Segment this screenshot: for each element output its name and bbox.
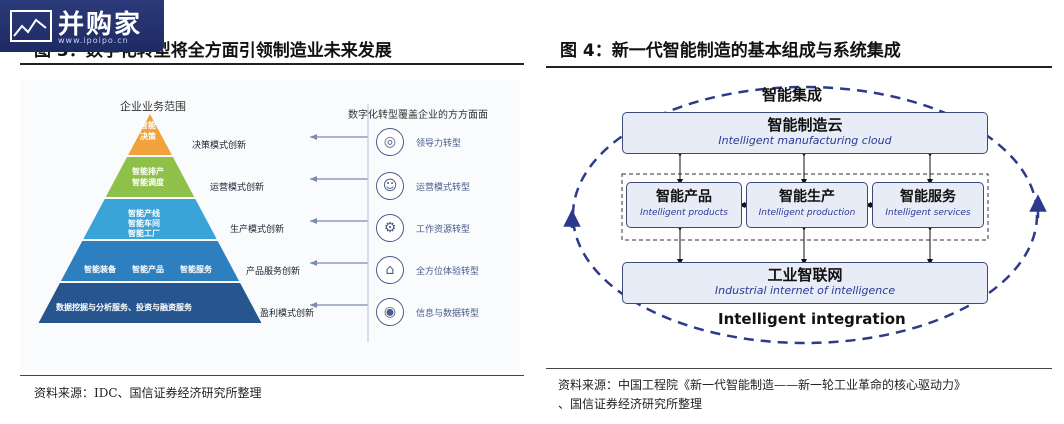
source-rule xyxy=(546,368,1052,369)
figure-4-source-line1: 资料来源：中国工程院《新一代智能制造——新一轮工业革命的核心驱动力》 xyxy=(558,378,967,392)
level-4-item: 智能产品 xyxy=(132,265,164,274)
title-rule xyxy=(546,66,1052,68)
transform-label: 全方位体验转型 xyxy=(416,267,480,277)
target-icon: ◎ xyxy=(376,128,404,156)
figure-4-title: 图 4：新一代智能制造的基本组成与系统集成 xyxy=(560,41,901,61)
diagram-graphic xyxy=(563,85,1047,345)
lock-icon: ⌂ xyxy=(376,256,404,284)
source-rule xyxy=(20,375,524,376)
products-en: Intelligent products xyxy=(640,208,728,218)
level-4-item: 智能装备 xyxy=(84,265,116,274)
arrow-head xyxy=(310,134,317,140)
internet-zh: 工业智联网 xyxy=(767,266,843,284)
level-1-item: 决策 xyxy=(140,132,156,141)
level-4-item: 智能服务 xyxy=(180,265,212,274)
cloud-en: Intelligent manufacturing cloud xyxy=(718,134,892,147)
cloud-zh: 智能制造云 xyxy=(767,116,843,134)
pyramid-layer xyxy=(60,241,240,281)
internet-en: Industrial internet of intelligence xyxy=(714,284,896,297)
gear-icon: ⚙ xyxy=(376,214,404,242)
level-3-item: 智能车间 xyxy=(128,219,160,228)
products-node: 智能产品 Intelligent products xyxy=(626,182,742,228)
pyramid-layers xyxy=(38,114,262,323)
transform-label: 运营模式转型 xyxy=(416,183,471,193)
logo-text: 并购家 xyxy=(58,10,143,40)
signal-icon: ◉ xyxy=(376,298,404,326)
pyramid-graphic xyxy=(38,104,369,342)
pyramid-right-header: 数字化转型覆盖企业的方方面面 xyxy=(348,110,488,121)
internet-node: 工业智联网 Industrial internet of intelligenc… xyxy=(622,262,988,304)
level-1-item: 智能 xyxy=(140,121,156,130)
right-figure-panel: 图 4：新一代智能制造的基本组成与系统集成 xyxy=(546,0,1064,424)
arrow-head xyxy=(310,302,317,308)
level-3-label: 生产模式创新 xyxy=(230,225,285,235)
level-5-item: 数据挖掘与分析服务、投资与融资服务 xyxy=(56,303,192,312)
transform-label: 领导力转型 xyxy=(416,139,462,149)
production-zh: 智能生产 xyxy=(779,189,835,205)
level-4-label: 产品服务创新 xyxy=(246,267,301,277)
figure-3-source: 资料来源：IDC、国信证券经济研究所整理 xyxy=(34,386,262,400)
services-node: 智能服务 Intelligent services xyxy=(872,182,984,228)
services-en: Intelligent services xyxy=(885,208,971,218)
level-5-label: 盈利模式创新 xyxy=(260,309,315,319)
level-3-item: 智能工厂 xyxy=(128,229,160,238)
level-2-item: 智能调度 xyxy=(132,178,164,187)
title-rule xyxy=(20,63,524,65)
chart-logo-icon xyxy=(10,10,52,42)
pyramid-layer xyxy=(128,114,172,155)
level-1-label: 决策模式创新 xyxy=(192,141,247,151)
people-icon: ☺ xyxy=(376,172,404,200)
production-node: 智能生产 Intelligent production xyxy=(746,182,868,228)
figure-4-source-line2: 、国信证券经济研究所整理 xyxy=(558,397,703,411)
transform-label: 信息与数据转型 xyxy=(416,309,480,319)
products-zh: 智能产品 xyxy=(656,189,712,205)
arrow-head xyxy=(310,218,317,224)
arrow-head xyxy=(310,260,317,266)
integration-top-label: 智能集成 xyxy=(762,86,823,104)
left-figure-panel: 图 3：数字化转型将全方面引领制造业未来发展 企业业务范围 数字化转型覆盖企业的… xyxy=(0,0,530,424)
level-2-label: 运营模式创新 xyxy=(210,183,265,193)
integration-diagram: 智能集成 智能制造云 Intelligent manufacturing clo… xyxy=(558,78,1052,352)
services-zh: 智能服务 xyxy=(900,189,956,205)
cloud-node: 智能制造云 Intelligent manufacturing cloud xyxy=(622,112,988,154)
logo-url: www.ipoipo.cn xyxy=(58,36,129,45)
pyramid-left-header: 企业业务范围 xyxy=(120,100,186,113)
pyramid-arrows xyxy=(310,104,369,342)
pyramid-layer xyxy=(105,157,195,197)
arrow-head xyxy=(310,176,317,182)
pyramid-layer xyxy=(83,199,217,239)
level-2-item: 智能排产 xyxy=(132,167,164,176)
pyramid-figure: 企业业务范围 数字化转型覆盖企业的方方面面 智能 决策 智能排产 智能调度 智能… xyxy=(20,80,520,370)
level-3-item: 智能产线 xyxy=(128,209,160,218)
brand-logo: 并购家 www.ipoipo.cn xyxy=(0,0,164,52)
pyramid-layer xyxy=(38,283,262,323)
production-en: Intelligent production xyxy=(758,208,856,218)
transform-label: 工作资源转型 xyxy=(416,225,471,235)
integration-bottom-label: Intelligent integration xyxy=(718,310,906,328)
